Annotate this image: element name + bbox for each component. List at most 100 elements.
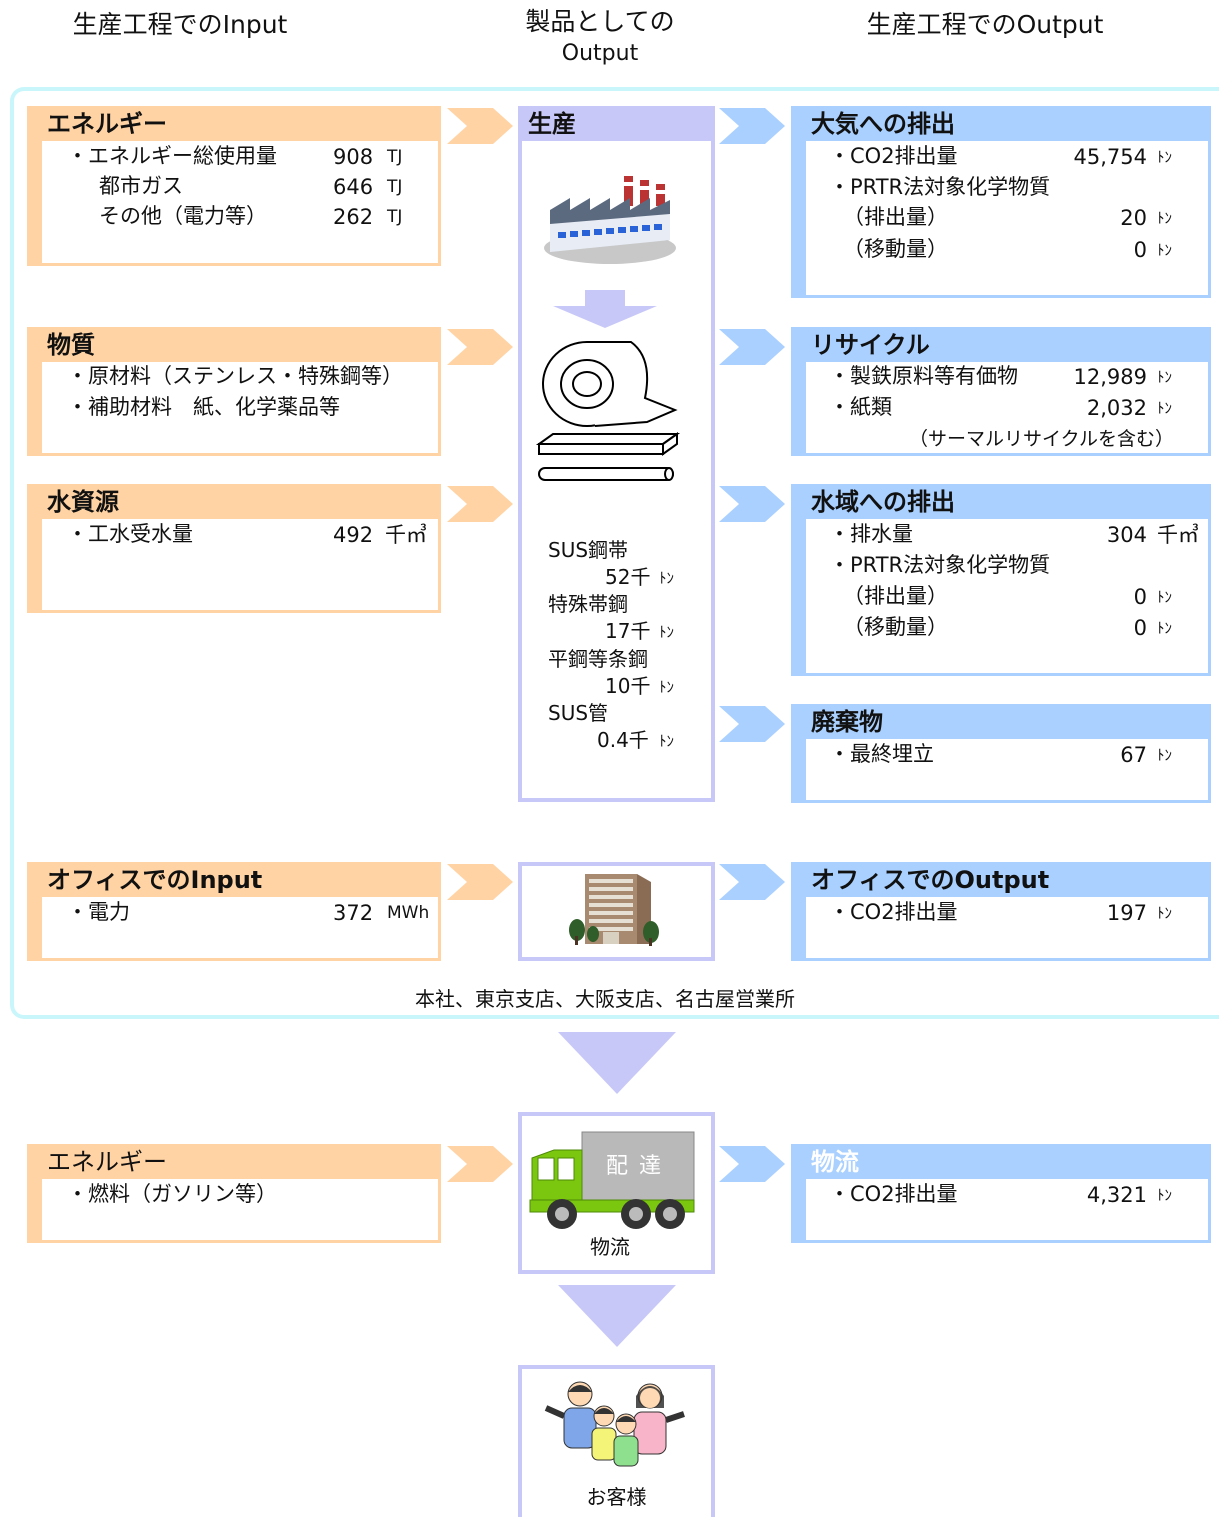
output-water-row-value: 0 [1133,616,1147,640]
output-air-row-label: ・CO2排出量 [829,144,958,168]
output-water-row-label: ・PRTR法対象化学物質 [829,553,1051,577]
input-water-title: 水資源 [47,488,119,516]
output-air-row-label: （移動量） [843,237,948,261]
office-building-icon [569,874,659,946]
output-column-header: 生産工程でのOutput [866,10,1104,39]
arrow-down-icon [553,290,657,328]
chevron-right-icon [719,706,785,742]
output-waste-row-label: ・最終埋立 [829,742,934,766]
product-unit: ﾄﾝ [659,678,675,696]
output-air-box: 大気への排出 ・CO2排出量 45,754 ﾄﾝ ・PRTR法対象化学物質 （排… [791,106,1211,298]
output-air-row-unit: ﾄﾝ [1157,148,1173,166]
input-office-row-unit: MWh [387,903,430,923]
truck-label: 配 達 [606,1154,663,1179]
product-amount: 52千 [605,565,651,589]
customer-box [518,1365,715,1517]
logistics-caption: 物流 [590,1235,630,1259]
output-recycle-row-label: ・製鉄原料等有価物 [829,364,1018,388]
chevron-right-icon [719,1146,785,1182]
output-water-row-value: 304 [1106,523,1147,547]
input-energy-row-value: 908 [333,145,374,169]
output-recycle-box: リサイクル ・製鉄原料等有価物 12,989 ﾄﾝ ・紙類 2,032 ﾄﾝ （… [791,327,1211,456]
input-material-title: 物質 [47,331,95,359]
product-unit: ﾄﾝ [659,732,675,750]
output-office-title: オフィスでのOutput [811,866,1050,894]
output-logistics-row-unit: ﾄﾝ [1157,1186,1173,1204]
input-energy-row-value: 646 [333,175,374,199]
product-amount: 17千 [605,619,651,643]
output-office-box: オフィスでのOutput ・CO2排出量 197 ﾄﾝ [791,862,1211,961]
production-title: 生産 [528,110,576,138]
product-name: 平鋼等条鋼 [548,647,648,671]
input-water-row-label: ・工水受水量 [67,522,193,546]
chevron-right-icon [447,329,513,365]
output-water-box: 水域への排出 ・排水量 304 千㎥ ・PRTR法対象化学物質 （排出量） 0 … [791,484,1211,676]
chevron-right-icon [447,1146,513,1182]
product-unit: ﾄﾝ [659,569,675,587]
family-icon [544,1381,685,1467]
output-logistics-row-value: 4,321 [1086,1183,1147,1207]
input-energy-row-unit: TJ [387,147,403,167]
product-name: SUS管 [548,701,609,725]
output-water-row-unit: ﾄﾝ [1157,619,1173,637]
output-air-title: 大気への排出 [811,110,955,138]
input-logistics-energy-title: エネルギー [47,1148,167,1176]
arrow-down-icon [558,1032,676,1094]
output-water-row-label: （排出量） [843,584,948,608]
output-recycle-row-value: 12,989 [1073,365,1147,389]
input-energy-row-label: ・エネルギー総使用量 [67,144,277,168]
output-waste-box: 廃棄物 ・最終埋立 67 ﾄﾝ [791,704,1211,803]
input-office-title: オフィスでのInput [47,866,263,894]
output-air-row-unit: ﾄﾝ [1157,241,1173,259]
output-office-row-label: ・CO2排出量 [829,900,958,924]
input-energy-row-value: 262 [333,205,374,229]
input-energy-row-label: その他（電力等） [99,204,267,228]
arrow-down-icon [558,1285,676,1347]
product-name: 特殊帯鋼 [548,592,628,616]
customer-caption: お客様 [586,1485,647,1509]
output-water-row-label: ・排水量 [829,522,913,546]
chevron-right-icon [447,864,513,900]
input-office-row-label: ・電力 [67,900,130,924]
output-office-row-value: 197 [1106,901,1147,925]
output-waste-row-value: 67 [1120,743,1147,767]
output-air-row-value: 20 [1120,206,1147,230]
output-recycle-title: リサイクル [811,331,930,359]
output-air-row-label: ・PRTR法対象化学物質 [829,175,1051,199]
office-locations-caption: 本社、東京支店、大阪支店、名古屋営業所 [415,987,795,1011]
output-recycle-note: （サーマルリサイクルを含む） [909,428,1175,450]
output-recycle-row-value: 2,032 [1086,396,1147,420]
product-unit: ﾄﾝ [659,623,675,641]
production-frame [10,87,1219,1019]
chevron-right-icon [719,486,785,522]
output-office-row-unit: ﾄﾝ [1157,904,1173,922]
product-name: SUS鋼帯 [548,538,629,562]
input-logistics-energy-box: エネルギー ・燃料（ガソリン等） [27,1144,441,1243]
output-logistics-row-label: ・CO2排出量 [829,1182,958,1206]
output-water-row-unit: 千㎥ [1157,523,1199,547]
input-energy-title: エネルギー [47,110,167,138]
input-material-box: 物質 ・原材料（ステンレス・特殊鋼等） ・補助材料 紙、化学薬品等 [27,327,441,456]
input-column-header: 生産工程でのInput [72,10,288,39]
output-water-row-value: 0 [1133,585,1147,609]
input-energy-row-unit: TJ [387,207,403,227]
input-material-row-label: ・補助材料 紙、化学薬品等 [67,395,340,419]
chevron-right-icon [719,864,785,900]
output-water-row-unit: ﾄﾝ [1157,588,1173,606]
factory-icon [544,176,676,264]
chevron-right-icon [447,108,513,144]
product-amount: 0.4千 [597,728,649,752]
input-water-box: 水資源 ・工水受水量 492 千㎥ [27,484,441,613]
input-energy-box: エネルギー ・エネルギー総使用量 908 TJ 都市ガス 646 TJ その他（… [27,106,441,266]
chevron-right-icon [447,486,513,522]
output-waste-title: 廃棄物 [811,708,883,736]
output-recycle-row-unit: ﾄﾝ [1157,368,1173,386]
product-column-header-line1: 製品としての [525,7,675,36]
input-office-row-value: 372 [333,901,374,925]
output-logistics-box: 物流 ・CO2排出量 4,321 ﾄﾝ [791,1144,1211,1243]
input-material-row-label: ・原材料（ステンレス・特殊鋼等） [67,364,403,388]
output-logistics-title: 物流 [811,1148,859,1176]
product-column-header-line2: Output [561,41,639,66]
output-air-row-unit: ﾄﾝ [1157,209,1173,227]
output-recycle-row-unit: ﾄﾝ [1157,399,1173,417]
